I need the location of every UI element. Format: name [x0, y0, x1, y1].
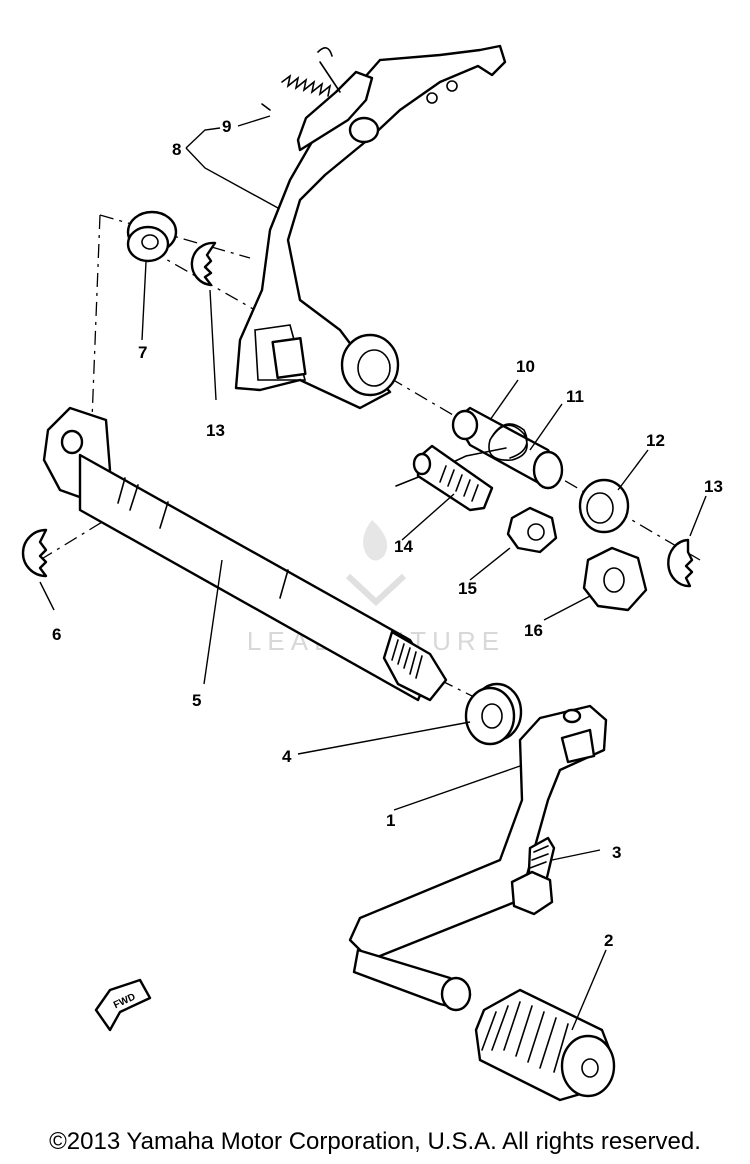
callout-4: 4: [282, 747, 292, 766]
shift-arm-pivot: [348, 116, 380, 144]
callout-16: 16: [524, 621, 543, 640]
callout-leader-lines: [39, 115, 707, 1031]
callout-numbers: 8 9 7 13 10 11 12 13 14 15 16 6 5 4 1 3 …: [52, 117, 723, 950]
forward-direction-arrow: FWD: [94, 978, 152, 1032]
shift-pawl: [296, 70, 374, 152]
hex-nut: [506, 506, 558, 554]
shift-arm-boss: [340, 333, 400, 397]
shift-shaft: [42, 406, 448, 702]
callout-1: 1: [386, 811, 395, 830]
oil-seal: [464, 682, 523, 746]
copyright-notice: ©2013 Yamaha Motor Corporation, U.S.A. A…: [49, 1128, 701, 1155]
shift-arm-body: [234, 44, 507, 410]
watermark-v-icon: [345, 573, 407, 607]
callout-3: 3: [612, 843, 621, 862]
stopper-plate: [582, 546, 648, 612]
callout-12: 12: [646, 431, 665, 450]
shift-arm-assembly: [234, 44, 507, 410]
shift-arm-tab: [271, 337, 307, 379]
callout-13-upper: 13: [206, 421, 225, 440]
callout-10: 10: [516, 357, 535, 376]
shift-arm-cutout: [254, 324, 307, 381]
washer: [578, 478, 630, 534]
callout-8: 8: [172, 140, 181, 159]
stopper-bolt: [412, 444, 494, 512]
fwd-arrow-icon: [94, 978, 152, 1032]
callout-2: 2: [604, 931, 613, 950]
collar-part: [126, 210, 178, 263]
callout-5: 5: [192, 691, 201, 710]
shift-shaft-rod: [78, 453, 432, 702]
circlip-right: [667, 538, 694, 588]
shift-pedal: [348, 704, 608, 1012]
callout-7: 7: [138, 343, 147, 362]
callout-6: 6: [52, 625, 61, 644]
watermark-flame-icon: [363, 520, 388, 561]
circlip-upper: [190, 241, 217, 287]
pinch-bolt: [510, 836, 556, 916]
callout-14: 14: [394, 537, 413, 556]
callout-11: 11: [566, 387, 584, 406]
shift-shaft-splines: [382, 630, 448, 702]
pawl-spring: [261, 47, 341, 111]
callout-9: 9: [222, 117, 231, 136]
callout-15: 15: [458, 579, 477, 598]
circlip-6: [21, 528, 48, 578]
callout-13-right: 13: [704, 477, 723, 496]
pedal-rubber: [474, 988, 616, 1102]
